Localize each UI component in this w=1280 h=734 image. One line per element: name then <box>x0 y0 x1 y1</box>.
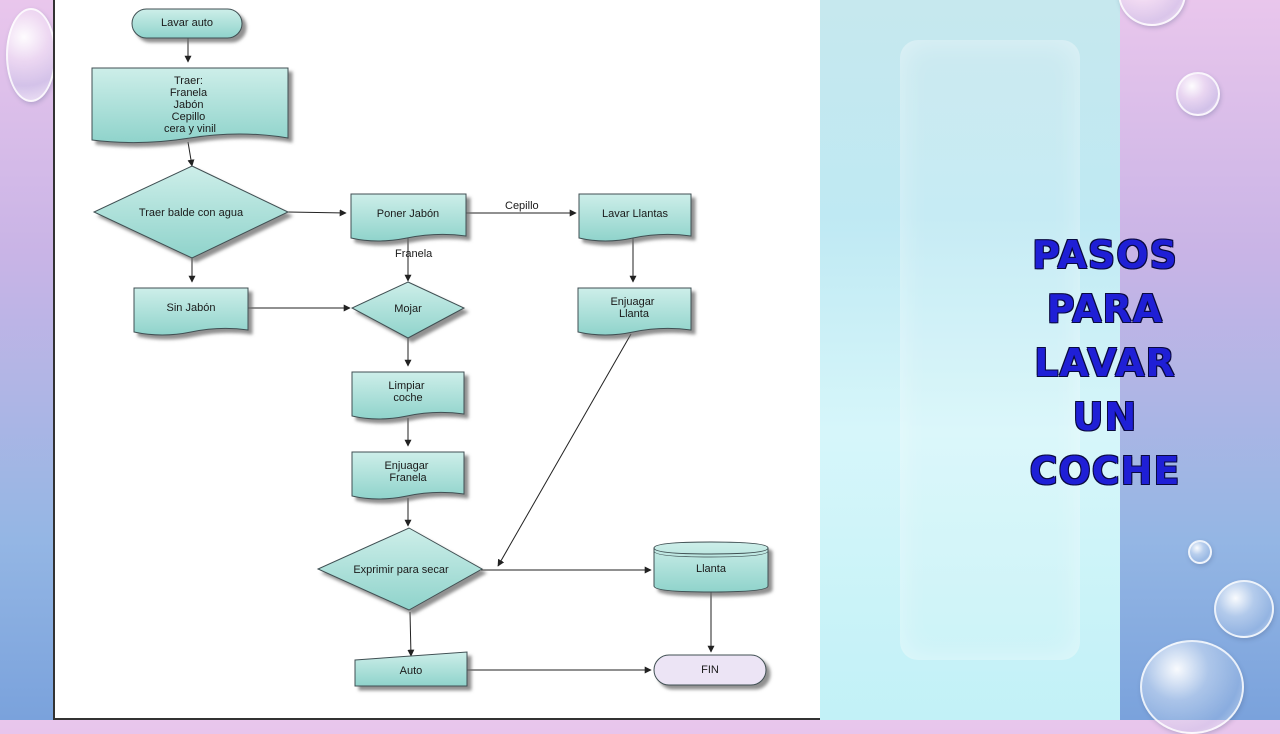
node-bring-line: Jabón <box>173 99 203 111</box>
edge-label-franela: Franela <box>395 248 433 260</box>
node-rinsecloth-line: Enjuagar <box>384 460 428 472</box>
node-soap: Poner Jabón <box>350 193 467 242</box>
node-nosoap: Sin Jabón <box>133 287 249 336</box>
svg-text:Limpiar coche: Limpiar coche <box>388 380 427 404</box>
slide-title-line: UN <box>1072 395 1138 439</box>
node-wring-line: Exprimir para secar <box>353 564 449 576</box>
flowchart-svg: Cepillo Franela Lavar auto Traer: Franel… <box>91 8 769 687</box>
edge-bucket-to-soap <box>287 209 347 217</box>
svg-text:Lavar auto: Lavar auto <box>161 17 213 29</box>
node-bring-line: Franela <box>170 87 208 99</box>
node-auto-line: Auto <box>400 665 423 677</box>
svg-text:Llanta: Llanta <box>696 563 727 575</box>
node-bring-line: Cepillo <box>172 111 206 123</box>
node-bring-line: cera y vinil <box>164 123 216 135</box>
edge-bring-to-bucket <box>187 141 195 167</box>
node-wet: Mojar <box>350 281 466 339</box>
svg-text:Enjuagar Franela: Enjuagar Franela <box>384 460 431 484</box>
node-wheels-line: Lavar Llantas <box>602 208 669 220</box>
node-clean: Limpiar coche <box>351 371 465 420</box>
svg-text:Sin Jabón: Sin Jabón <box>167 302 216 314</box>
node-clean-line: Limpiar <box>388 380 424 392</box>
node-start-line: Lavar auto <box>161 17 213 29</box>
svg-text:Exprimir para secar: Exprimir para secar <box>353 564 449 576</box>
node-bring-line: Traer: <box>174 75 203 87</box>
water-drop-icon <box>1140 640 1244 734</box>
svg-text:Traer balde con agua: Traer balde con agua <box>139 207 244 219</box>
edge-wring-to-auto <box>407 611 415 657</box>
node-wring: Exprimir para secar <box>316 527 484 611</box>
slide-title-line: PASOS <box>1032 233 1178 277</box>
node-bring: Traer: Franela Jabón Cepillo cera y vini… <box>91 67 289 144</box>
slide-title-line: LAVAR <box>1034 341 1176 385</box>
node-rinsetire: Enjuagar Llanta <box>577 287 692 336</box>
node-nosoap-line: Sin Jabón <box>167 302 216 314</box>
node-start: Lavar auto <box>131 8 243 39</box>
node-rinsecloth-line: Franela <box>389 472 427 484</box>
node-auto: Auto <box>354 651 468 687</box>
node-rinsetire-line: Enjuagar <box>610 296 654 308</box>
node-wet-line: Mojar <box>394 303 422 315</box>
water-drop-icon <box>6 8 56 102</box>
slide-title-line: COCHE <box>1029 449 1181 493</box>
node-bucket: Traer balde con agua <box>92 165 290 259</box>
node-end-line: FIN <box>701 664 719 676</box>
water-drop-icon <box>1118 0 1186 26</box>
slide-title: PASOS PARA LAVAR UN COCHE <box>1020 228 1190 498</box>
water-drop-icon <box>1188 540 1212 564</box>
slide-title-line: PARA <box>1046 287 1164 331</box>
edge-label-cepillo: Cepillo <box>505 200 539 212</box>
svg-text:FIN: FIN <box>701 664 719 676</box>
node-tire: Llanta <box>653 541 769 593</box>
node-clean-line: coche <box>393 392 422 404</box>
edge-rinsetire-to-wring <box>497 333 632 567</box>
svg-text:Poner Jabón: Poner Jabón <box>377 208 439 220</box>
svg-text:Traer: Franela: Traer: Franela Jabón Cepillo cera y vini… <box>164 75 216 135</box>
svg-text:Enjuagar Llanta: Enjuagar Llanta <box>610 296 657 320</box>
background-glow-panel <box>818 0 1120 720</box>
svg-text:Auto: Auto <box>400 665 423 677</box>
background-frame <box>900 40 1080 660</box>
svg-text:Mojar: Mojar <box>394 303 422 315</box>
node-soap-line: Poner Jabón <box>377 208 439 220</box>
node-bucket-line: Traer balde con agua <box>139 207 244 219</box>
node-wheels: Lavar Llantas <box>578 193 692 242</box>
node-end: FIN <box>653 654 767 686</box>
svg-text:Lavar Llantas: Lavar Llantas <box>602 208 669 220</box>
node-rinsetire-line: Llanta <box>619 308 650 320</box>
flowchart-edges <box>184 38 715 674</box>
water-drop-icon <box>1214 580 1274 638</box>
water-drop-icon <box>1176 72 1220 116</box>
node-tire-line: Llanta <box>696 563 727 575</box>
flowchart-card: Cepillo Franela Lavar auto Traer: Franel… <box>53 0 820 720</box>
node-rinsecloth: Enjuagar Franela <box>351 451 465 500</box>
